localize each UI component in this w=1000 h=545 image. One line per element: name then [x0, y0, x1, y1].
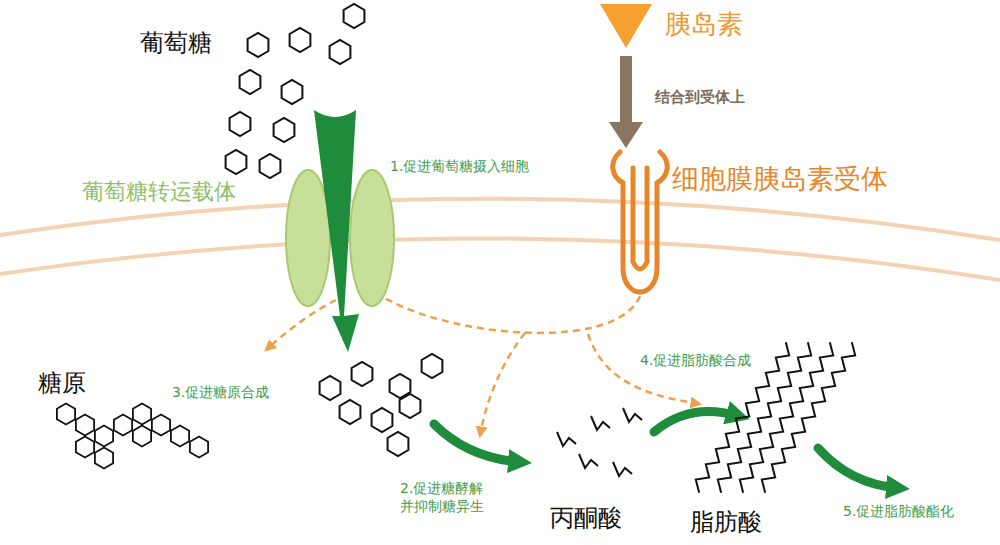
receptor-arm	[640, 152, 667, 292]
molecule-label: 脂肪酸	[690, 507, 762, 537]
glucose-molecule	[320, 376, 341, 400]
pyruvate-molecule	[591, 416, 610, 430]
receptor-core	[633, 168, 647, 269]
glucose-molecule	[340, 400, 361, 424]
effect-label: 4.促进脂肪酸合成	[640, 352, 751, 370]
glycogen-unit	[57, 404, 75, 425]
glycogen-unit	[76, 415, 94, 436]
signal-lines	[266, 296, 700, 436]
hormone-label: 胰岛素	[665, 8, 743, 41]
signal-line	[384, 296, 640, 333]
glucose-molecule	[330, 40, 351, 64]
glycogen-unit	[95, 426, 113, 447]
glucose-molecule	[390, 374, 411, 398]
signal-line	[588, 334, 700, 404]
molecules	[57, 4, 855, 493]
molecule-label: 葡萄糖	[140, 28, 212, 58]
glucose-molecule	[422, 354, 443, 378]
glucose-molecule	[282, 80, 303, 104]
transporter-half	[350, 170, 394, 306]
binding-arrow-head	[609, 122, 643, 148]
fatty-acid-chain	[762, 342, 855, 492]
glucose-molecule	[226, 150, 247, 174]
glucose-molecule	[274, 118, 295, 142]
membrane-inner	[0, 238, 1000, 280]
glycolysis-arrow	[434, 424, 520, 462]
esterification-arrow	[818, 448, 898, 488]
glucose-molecule	[400, 394, 421, 418]
glucose-molecule	[240, 70, 261, 94]
fatty-acid-chain	[740, 342, 833, 492]
glucose-molecule	[388, 432, 409, 456]
effect-label: 5.促进脂肪酸酯化	[843, 503, 954, 521]
pyruvate-molecule	[623, 408, 642, 422]
glycogen-unit	[152, 415, 170, 436]
glycogen-unit	[95, 448, 113, 469]
glycogen-unit	[133, 426, 151, 447]
pyruvate-molecule	[557, 432, 576, 446]
insulin-triangle	[600, 4, 652, 48]
effect-label: 1.促进葡萄糖摄入细胞	[390, 158, 529, 176]
receptor-arm	[613, 152, 640, 292]
signal-line	[480, 333, 525, 436]
glycogen-unit	[190, 437, 208, 458]
signal-line	[266, 300, 336, 350]
insulin-receptor	[613, 152, 667, 292]
pyruvate-molecule	[613, 462, 632, 476]
glucose-molecule	[248, 33, 269, 57]
glucose-molecule	[230, 112, 251, 136]
effect-label: 3.促进糖原合成	[172, 384, 269, 402]
glucose-molecule	[290, 28, 311, 52]
uptake-arrow	[314, 110, 359, 352]
glycogen-unit	[133, 404, 151, 425]
glucose-molecule	[372, 408, 393, 432]
step-label: 结合到受体上	[655, 88, 745, 107]
part-label: 细胞膜胰岛素受体	[672, 162, 888, 196]
pyruvate-molecule	[579, 454, 598, 468]
part-label: 葡萄糖转运载体	[82, 178, 236, 206]
molecule-label: 糖原	[38, 368, 86, 398]
membrane-outer	[0, 199, 1000, 240]
process-arrows	[434, 412, 898, 488]
molecule-label: 丙酮酸	[550, 503, 622, 533]
glucose-molecule	[260, 154, 281, 178]
glucose-molecule	[344, 4, 365, 28]
glycogen-unit	[76, 437, 94, 458]
effect-label: 2.促进糖酵解 并抑制糖异生	[400, 480, 484, 515]
binding-arrow	[620, 56, 632, 124]
fatty-acid-synthesis-arrow	[654, 412, 738, 432]
transporter-half	[286, 170, 330, 306]
glycogen-unit	[114, 415, 132, 436]
glycogen-unit	[171, 426, 189, 447]
glucose-molecule	[352, 362, 373, 386]
